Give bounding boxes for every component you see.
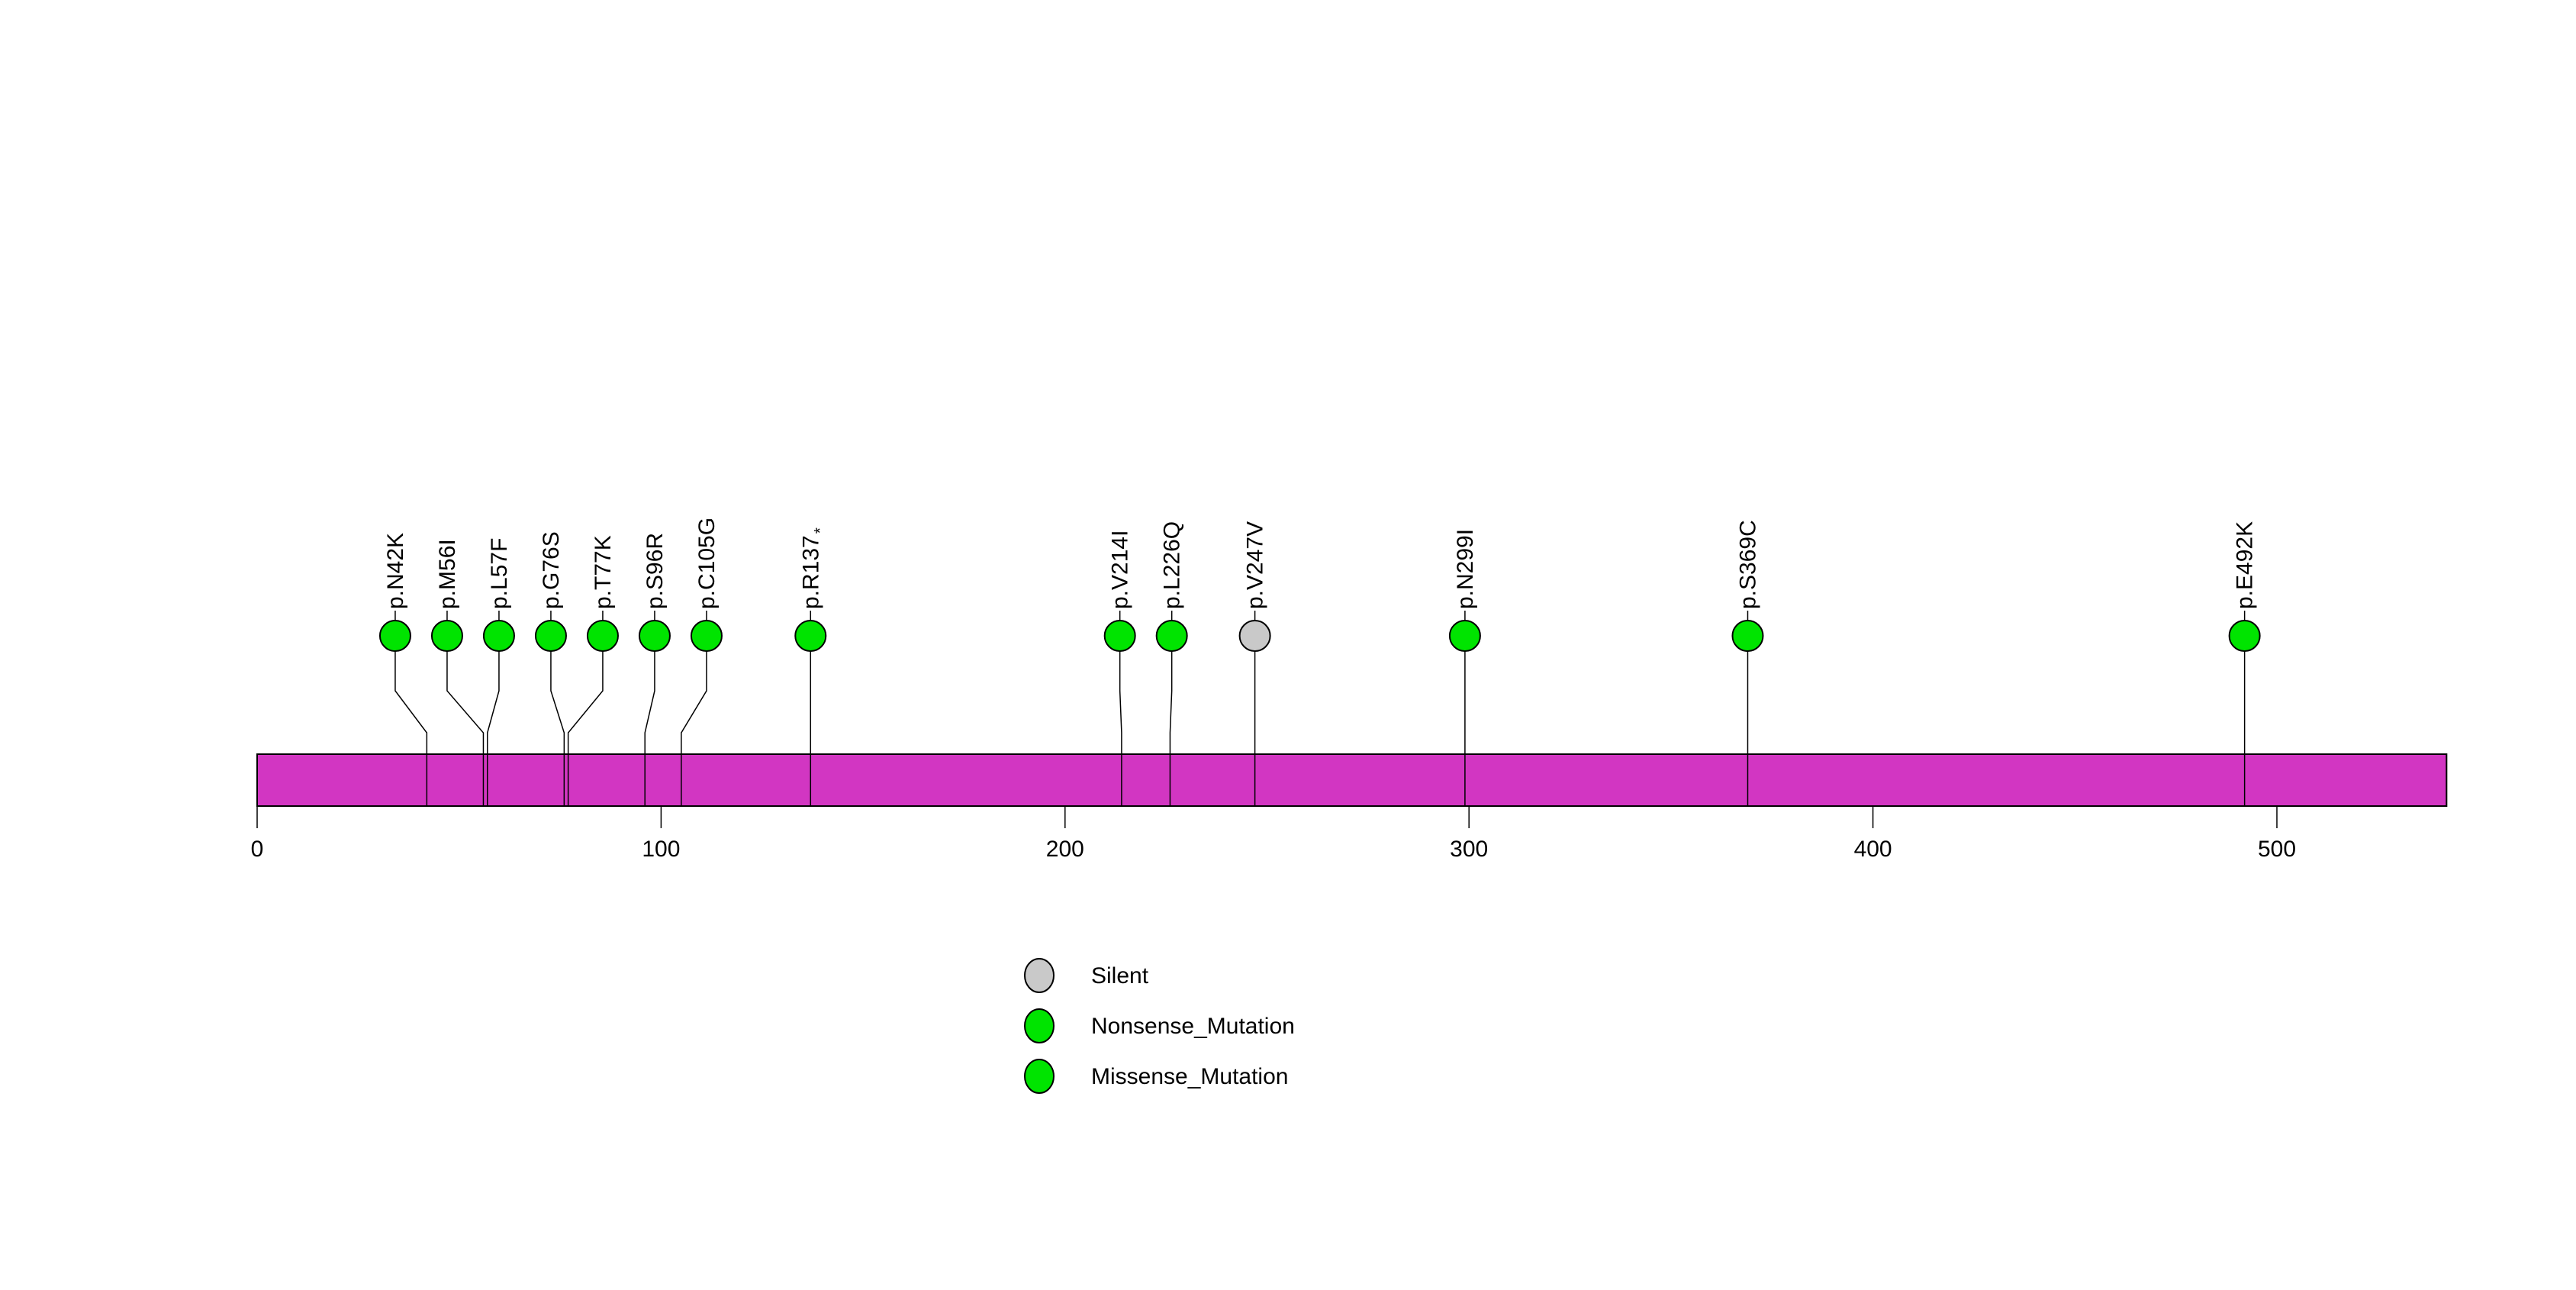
mutation-circle [1731, 620, 1764, 652]
mutation-label: p.V247V [1243, 521, 1268, 609]
mutation-circle [430, 620, 463, 652]
axis-tick-label: 100 [642, 837, 680, 862]
mutation-circle [534, 620, 567, 652]
mutation-label: p.N42K [383, 533, 408, 609]
mutation-label: p.S96R [642, 533, 668, 609]
mutation-label: p.C105G [694, 518, 720, 609]
axis-tick-label: 0 [251, 837, 264, 862]
axis-tick-label: 500 [2258, 837, 2296, 862]
mutation-label: p.E492K [2233, 521, 2258, 609]
axis-tick-label: 200 [1046, 837, 1084, 862]
legend-swatch [1024, 1008, 1055, 1043]
legend-label: Nonsense_Mutation [1091, 1014, 1295, 1039]
mutation-circle [1238, 620, 1271, 652]
mutation-label: p.N299I [1453, 529, 1478, 609]
axis-tick-label: 400 [1854, 837, 1892, 862]
legend-swatch [1024, 958, 1055, 993]
legend-label: Silent [1091, 963, 1149, 988]
mutation-circle [690, 620, 723, 652]
legend-swatch [1024, 1059, 1055, 1094]
mutation-circle [1448, 620, 1481, 652]
mutation-circle [794, 620, 827, 652]
axis-tick-label: 300 [1450, 837, 1488, 862]
mutation-label: p.S369C [1735, 520, 1760, 609]
mutation-circle [1103, 620, 1136, 652]
mutation-circle [378, 620, 411, 652]
mutation-label: p.V214I [1108, 531, 1133, 609]
mutation-label: p.L226Q [1160, 521, 1185, 609]
legend-label: Missense_Mutation [1091, 1064, 1288, 1089]
protein-bar [256, 753, 2448, 807]
mutation-circle [482, 620, 515, 652]
mutation-circle [638, 620, 671, 652]
mutation-circle [1155, 620, 1188, 652]
mutation-label: p.R137* [798, 527, 829, 609]
mutation-label: p.T77K [591, 535, 616, 609]
mutation-label: p.G76S [539, 531, 564, 609]
mutation-circle [2228, 620, 2261, 652]
mutation-label: p.M56I [435, 539, 460, 609]
mutation-circle [586, 620, 619, 652]
mutation-label: p.L57F [487, 538, 512, 609]
